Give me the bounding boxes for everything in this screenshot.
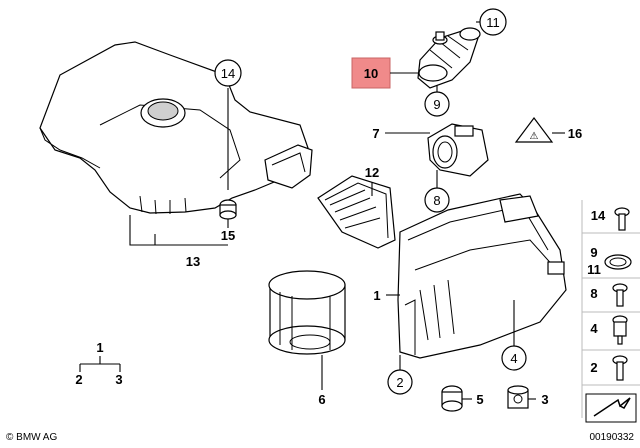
sidebar-item-4[interactable]: 4	[590, 315, 628, 345]
leader-13	[129, 215, 228, 246]
svg-text:10: 10	[364, 66, 378, 81]
sidebar-item-9[interactable]: 9	[590, 245, 632, 270]
hose-clamp-11[interactable]	[432, 31, 448, 45]
warning-glyph: ⚠	[530, 131, 539, 142]
diagram-id: 00190332	[590, 432, 635, 443]
intake-duct-12[interactable]	[317, 175, 396, 249]
label-6: 6	[318, 392, 325, 407]
svg-text:4: 4	[590, 321, 598, 336]
hose-clamp-icon	[604, 254, 632, 270]
callout-10-highlighted[interactable]: 10	[351, 57, 391, 89]
svg-text:3: 3	[115, 372, 122, 387]
bolt-icon	[614, 207, 630, 231]
callout-11[interactable]: 11	[479, 8, 507, 36]
svg-text:14: 14	[591, 208, 606, 223]
svg-text:4: 4	[510, 351, 517, 366]
svg-text:2: 2	[590, 360, 597, 375]
nut-3[interactable]	[507, 385, 529, 409]
intake-hose-10[interactable]	[417, 27, 481, 89]
svg-text:9: 9	[590, 245, 597, 260]
engine-cover[interactable]	[39, 41, 313, 215]
label-5: 5	[476, 392, 483, 407]
sidebar-item-14[interactable]: 14	[591, 207, 630, 231]
label-3: 3	[541, 392, 548, 407]
sidebar-item-8[interactable]: 8	[590, 283, 628, 307]
air-mass-meter-7[interactable]	[427, 123, 489, 177]
label-13: 13	[186, 254, 200, 269]
grommet-icon	[612, 315, 628, 345]
warning-label-16[interactable]: ⚠	[514, 117, 554, 143]
sidebar-item-11[interactable]: 11	[587, 262, 601, 277]
svg-text:8: 8	[590, 286, 597, 301]
label-12: 12	[365, 165, 379, 180]
callout-2[interactable]: 2	[387, 369, 413, 395]
small-parts-sidebar	[581, 200, 640, 418]
label-15: 15	[221, 228, 235, 243]
svg-text:9: 9	[433, 97, 440, 112]
grommet-5[interactable]	[441, 385, 463, 412]
callout-8[interactable]: 8	[424, 187, 450, 213]
sidebar-item-2[interactable]: 2	[590, 355, 628, 381]
label-1: 1	[373, 288, 380, 303]
svg-text:1: 1	[96, 340, 103, 355]
callout-14[interactable]: 14	[214, 59, 242, 87]
label-7: 7	[372, 126, 379, 141]
filter-element-6[interactable]	[268, 270, 346, 355]
label-16: 16	[568, 126, 582, 141]
assembly-legend: 1 2 3	[75, 340, 122, 387]
svg-text:2: 2	[396, 375, 403, 390]
screw-icon	[612, 283, 628, 307]
svg-text:2: 2	[75, 372, 82, 387]
screw-icon	[612, 355, 628, 381]
svg-text:8: 8	[433, 193, 440, 208]
callout-4[interactable]: 4	[501, 345, 527, 371]
svg-text:11: 11	[587, 262, 601, 277]
orientation-arrow-icon	[585, 393, 637, 423]
svg-text:11: 11	[486, 15, 500, 30]
copyright-text: © BMW AG	[6, 432, 57, 443]
air-filter-housing-1[interactable]	[397, 193, 567, 359]
svg-text:14: 14	[221, 66, 235, 81]
callout-9[interactable]: 9	[424, 91, 450, 117]
grommet-15[interactable]	[219, 199, 237, 220]
